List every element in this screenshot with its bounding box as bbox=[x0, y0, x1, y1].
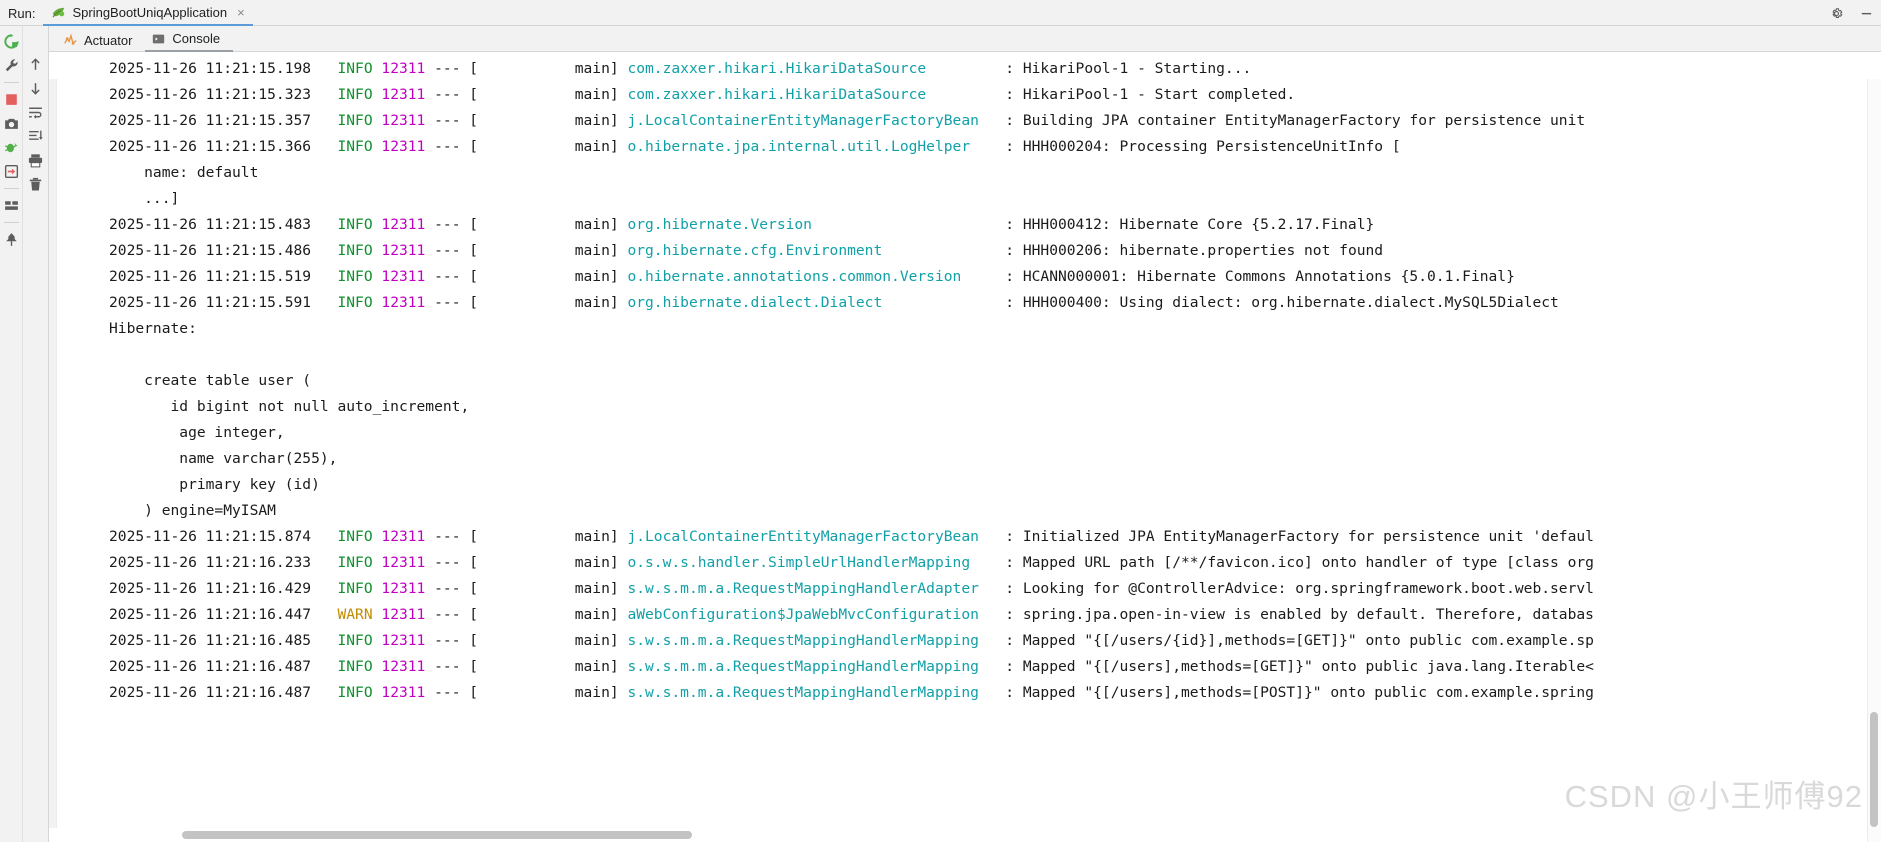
console-left-margin bbox=[49, 79, 57, 842]
gear-icon[interactable] bbox=[1829, 6, 1845, 22]
console-tabs: Actuator Console bbox=[49, 26, 1881, 52]
console-line: name varchar(255), bbox=[109, 450, 338, 467]
exit-arrow-icon[interactable] bbox=[0, 160, 22, 182]
console-line: 2025-11-26 11:21:15.486 INFO 12311 --- [… bbox=[109, 242, 1384, 259]
tab-console[interactable]: Console bbox=[145, 31, 234, 52]
window-controls bbox=[1829, 6, 1875, 22]
run-label: Run: bbox=[8, 6, 36, 21]
bug-thread-icon[interactable] bbox=[0, 136, 22, 158]
arrow-down-icon[interactable] bbox=[25, 77, 47, 99]
vertical-scroll-thumb[interactable] bbox=[1870, 712, 1878, 827]
console-line bbox=[49, 342, 1881, 368]
arrow-up-icon[interactable] bbox=[25, 53, 47, 75]
console-line: ) engine=MyISAM bbox=[109, 502, 276, 519]
tab-actuator[interactable]: Actuator bbox=[57, 33, 145, 52]
soft-wrap-icon[interactable] bbox=[25, 101, 47, 123]
console-line: 2025-11-26 11:21:16.447 WARN 12311 --- [… bbox=[109, 606, 1594, 623]
console-line: primary key (id) bbox=[109, 476, 320, 493]
tab-actuator-label: Actuator bbox=[84, 33, 133, 48]
trash-icon[interactable] bbox=[25, 173, 47, 195]
console-line: 2025-11-26 11:21:15.198 INFO 12311 --- [… bbox=[109, 60, 1252, 77]
console-pane: Actuator Console 2025-11-26 11:21:15.198… bbox=[49, 26, 1881, 842]
console-line: 2025-11-26 11:21:16.429 INFO 12311 --- [… bbox=[109, 580, 1594, 597]
rerun-icon[interactable] bbox=[0, 30, 22, 52]
spring-boot-icon bbox=[51, 5, 66, 20]
vertical-scrollbar[interactable] bbox=[1867, 79, 1881, 842]
console-actions-toolbar bbox=[23, 26, 49, 842]
console-line: Hibernate: bbox=[109, 320, 197, 337]
divider bbox=[3, 188, 19, 189]
console-line: 2025-11-26 11:21:15.483 INFO 12311 --- [… bbox=[109, 216, 1375, 233]
console-line: 2025-11-26 11:21:16.233 INFO 12311 --- [… bbox=[109, 554, 1594, 571]
scroll-end-icon[interactable] bbox=[25, 125, 47, 147]
console-line: ...] bbox=[109, 190, 180, 207]
console-line: 2025-11-26 11:21:15.519 INFO 12311 --- [… bbox=[109, 268, 1515, 285]
actuator-icon bbox=[63, 33, 78, 48]
run-toolbar: Run: SpringBootUniqApplication × bbox=[0, 0, 1881, 26]
divider bbox=[3, 222, 19, 223]
run-config-name: SpringBootUniqApplication bbox=[72, 5, 228, 20]
pin-icon[interactable] bbox=[0, 228, 22, 250]
minimize-icon[interactable] bbox=[1859, 6, 1875, 22]
console-line: 2025-11-26 11:21:16.487 INFO 12311 --- [… bbox=[109, 684, 1594, 701]
console-line: id bigint not null auto_increment, bbox=[109, 398, 470, 415]
print-icon[interactable] bbox=[25, 149, 47, 171]
run-actions-toolbar bbox=[0, 26, 23, 842]
console-line: 2025-11-26 11:21:15.323 INFO 12311 --- [… bbox=[109, 86, 1296, 103]
console-log: 2025-11-26 11:21:15.198 INFO 12311 --- [… bbox=[49, 52, 1881, 842]
console-icon bbox=[151, 32, 166, 46]
divider bbox=[3, 82, 19, 83]
console-line: 2025-11-26 11:21:16.487 INFO 12311 --- [… bbox=[109, 658, 1594, 675]
close-icon[interactable]: × bbox=[237, 5, 245, 20]
horizontal-scrollbar[interactable] bbox=[49, 828, 1867, 842]
console-line: age integer, bbox=[109, 424, 285, 441]
tab-console-label: Console bbox=[172, 31, 221, 46]
console-output-area[interactable]: 2025-11-26 11:21:15.198 INFO 12311 --- [… bbox=[49, 52, 1881, 842]
layout-icon[interactable] bbox=[0, 194, 22, 216]
console-line: create table user ( bbox=[109, 372, 312, 389]
run-configuration-tab[interactable]: SpringBootUniqApplication × bbox=[43, 5, 253, 26]
console-line: 2025-11-26 11:21:15.874 INFO 12311 --- [… bbox=[109, 528, 1594, 545]
console-line: 2025-11-26 11:21:15.366 INFO 12311 --- [… bbox=[109, 138, 1401, 155]
run-window-body: Actuator Console 2025-11-26 11:21:15.198… bbox=[0, 26, 1881, 842]
stop-icon[interactable] bbox=[0, 88, 22, 110]
console-line: 2025-11-26 11:21:15.591 INFO 12311 --- [… bbox=[109, 294, 1559, 311]
horizontal-scroll-thumb[interactable] bbox=[182, 831, 692, 839]
console-line: 2025-11-26 11:21:15.357 INFO 12311 --- [… bbox=[109, 112, 1586, 129]
wrench-icon[interactable] bbox=[0, 54, 22, 76]
console-line: name: default bbox=[109, 164, 259, 181]
camera-icon[interactable] bbox=[0, 112, 22, 134]
console-line: 2025-11-26 11:21:16.485 INFO 12311 --- [… bbox=[109, 632, 1594, 649]
